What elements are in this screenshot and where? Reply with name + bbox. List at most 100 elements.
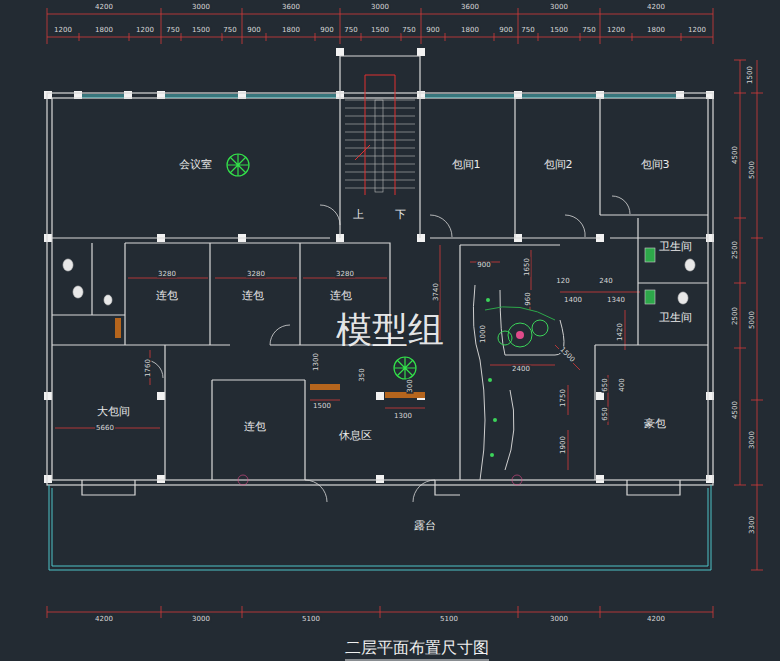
room-area: 包间2 (515, 98, 600, 238)
room-label: 露台 (414, 520, 436, 532)
dimension-text: 4200 (646, 616, 666, 623)
dimension-text: 2500 (732, 306, 739, 326)
room-area: 包间1 (425, 98, 515, 238)
room-label: 休息区 (339, 430, 372, 442)
fixtures (63, 248, 695, 485)
dimension-text: 5100 (301, 616, 321, 623)
dimension-text: 4200 (94, 4, 114, 11)
room-area: 卫生间 (638, 283, 708, 345)
room-area: 露台 (52, 488, 708, 566)
dimension-text: 3600 (281, 4, 301, 11)
dimension-text: 4200 (646, 4, 666, 11)
room-area: 卫生间 (638, 218, 708, 283)
dimension-text: 1800 (281, 27, 301, 34)
dimension-text: 5000 (749, 310, 756, 330)
dimension-text: 1500 (370, 27, 390, 34)
dimension-text: 1340 (606, 297, 626, 304)
stair (345, 100, 415, 192)
dimension-text: 300 (407, 378, 414, 393)
dimension-text: 2400 (511, 366, 531, 373)
dimension-text: 900 (425, 27, 440, 34)
dimension-text: 1000 (480, 324, 487, 344)
dimension-text: 1800 (460, 27, 480, 34)
dimension-text: 1500 (747, 65, 754, 85)
dimension-text: 4200 (94, 616, 114, 623)
walls (47, 56, 713, 495)
dimension-text: 1750 (560, 388, 567, 408)
dimension-text: 900 (476, 262, 491, 269)
room-label: 包间3 (641, 159, 670, 171)
dimension-text: 750 (401, 27, 416, 34)
room-area: 连包 (212, 380, 305, 480)
dimension-text: 3740 (433, 282, 440, 302)
dimension-text: 350 (359, 367, 366, 382)
dimension-text: 1800 (646, 27, 666, 34)
dimension-text: 3280 (246, 271, 266, 278)
room-label: 豪包 (644, 418, 666, 430)
dimension-text: 900 (498, 27, 513, 34)
dimension-text: 1200 (606, 27, 626, 34)
dimension-text: 3000 (191, 4, 211, 11)
room-label: 包间2 (544, 159, 573, 171)
dimension-text: 5000 (749, 160, 756, 180)
room-area: 休息区 (305, 380, 460, 480)
room-area: 豪包 (595, 345, 708, 480)
room-area: 连包 (125, 243, 210, 345)
dimension-text: 240 (598, 278, 613, 285)
room-label: 连包 (156, 290, 178, 302)
drawing-title: 二层平面布置尺寸图 (345, 638, 489, 661)
dimension-text: 1400 (563, 297, 583, 304)
dimension-text: 960 (525, 291, 532, 306)
room-label: 包间1 (452, 159, 481, 171)
dimension-lines (47, 8, 763, 618)
room-label: 卫生间 (659, 241, 692, 253)
dimension-text: 1200 (53, 27, 73, 34)
dimension-text: 1500 (312, 403, 332, 410)
dimension-text: 3600 (460, 4, 480, 11)
windows (49, 95, 711, 570)
dimension-text: 3280 (335, 271, 355, 278)
stair-label: 上 (352, 209, 365, 220)
room-label: 连包 (330, 290, 352, 302)
dimension-text: 1800 (94, 27, 114, 34)
dimension-text: 1500 (191, 27, 211, 34)
dimension-text: 1200 (135, 27, 155, 34)
dimension-text: 3280 (157, 271, 177, 278)
dimension-text: 900 (319, 27, 334, 34)
dimension-text: 4500 (732, 400, 739, 420)
dimension-text: 1500 (549, 27, 569, 34)
dimension-text: 1500 (558, 346, 577, 365)
dimension-text: 1420 (617, 322, 624, 342)
dimension-text: 3000 (191, 616, 211, 623)
dimension-text: 3000 (549, 616, 569, 623)
plant-bed (473, 285, 564, 480)
dimension-text: 650 (602, 377, 609, 392)
dimension-text: 1900 (560, 435, 567, 455)
columns (44, 48, 714, 483)
doors (145, 196, 630, 502)
dimension-text: 750 (165, 27, 180, 34)
dimension-text: 1300 (313, 352, 320, 372)
room-area: 连包 (210, 243, 300, 345)
dimension-text: 3000 (749, 430, 756, 450)
dimension-text: 400 (619, 377, 626, 392)
stair-label: 下 (394, 209, 407, 220)
room-label: 会议室 (179, 159, 212, 171)
room-label: 连包 (242, 290, 264, 302)
dimension-text: 900 (246, 27, 261, 34)
dimension-text: 3300 (749, 515, 756, 535)
dimension-text: 120 (555, 278, 570, 285)
dimension-text: 750 (222, 27, 237, 34)
dimension-text: 650 (602, 406, 609, 421)
dimension-text: 1300 (393, 413, 413, 420)
dimension-text: 4500 (732, 145, 739, 165)
room-label: 卫生间 (659, 312, 692, 324)
dimension-text: 3000 (549, 4, 569, 11)
dimension-text: 750 (581, 27, 596, 34)
stair-arrow (355, 75, 395, 195)
dimension-text: 3000 (370, 4, 390, 11)
room-label: 连包 (244, 421, 266, 433)
room-label: 大包间 (97, 406, 130, 418)
dimension-text: 5660 (95, 425, 115, 432)
dimension-text: 1200 (687, 27, 707, 34)
